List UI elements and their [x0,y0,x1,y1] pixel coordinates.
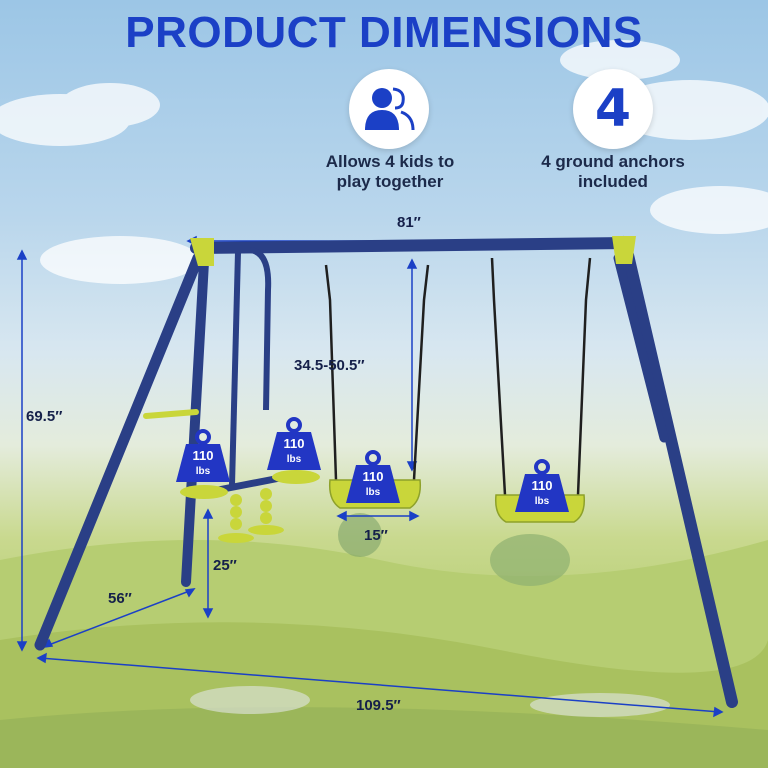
dimension-top-width: 81″ [397,214,421,231]
weight-labels: 110 lbs 110 lbs 110 lbs 110 lbs [193,436,553,507]
weight-icon-4 [515,459,569,512]
swing-seats [324,257,592,496]
weight-icons [176,417,569,512]
dimension-base-width: 109.5″ [356,697,401,714]
dimension-height: 69.5″ [26,408,63,425]
weight-icon-3 [346,450,400,503]
feature-line: play together [336,172,444,191]
weight-unit: lbs [196,466,211,477]
weight-icon-1 [176,429,230,482]
feature-line: 4 ground anchors [541,152,685,171]
kids-icon [365,87,415,131]
kids-badge [349,69,429,149]
dimension-glider-height: 25″ [213,557,237,574]
glider [180,247,320,543]
number-badge: 4 [594,79,632,139]
feature-kids: Allows 4 kids to play together [290,152,490,192]
weight-unit: lbs [287,454,302,465]
background-hills [0,513,768,768]
weight-unit: lbs [366,487,381,498]
page-title: PRODUCT DIMENSIONS [125,8,643,57]
feature-line: Allows 4 kids to [325,152,455,171]
swing-frame [34,236,738,708]
feature-anchors: 4 ground anchors included [513,152,713,192]
weight-value: 110 [532,478,553,493]
dimension-chain-length: 34.5-50.5″ [294,357,365,374]
dimension-depth: 56″ [108,590,132,607]
weight-value: 110 [363,469,384,484]
weight-value: 110 [284,436,305,451]
weight-value: 110 [193,448,214,463]
weight-unit: lbs [535,496,550,507]
feature-line: included [578,172,648,191]
anchors-badge: 4 [573,69,653,149]
weight-icon-2 [267,417,321,470]
dimension-seat-width: 15″ [364,527,388,544]
